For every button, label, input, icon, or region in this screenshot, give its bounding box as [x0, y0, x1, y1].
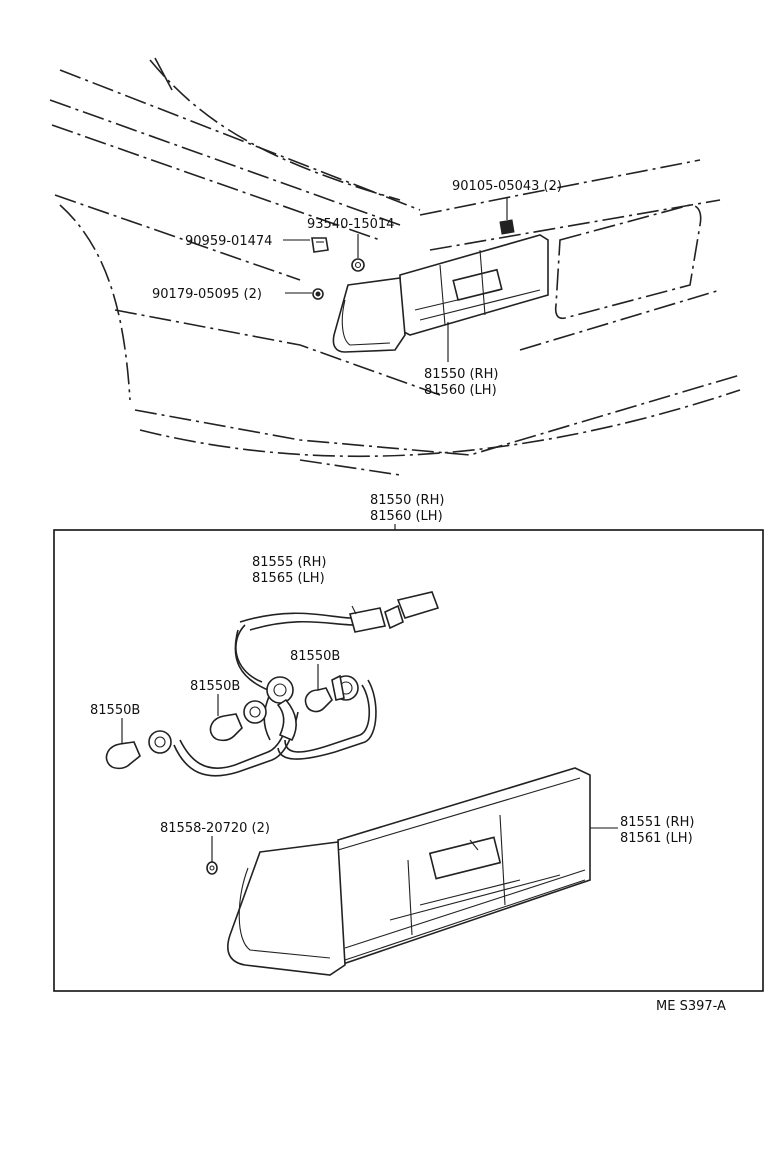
label-bulb-center: 81550B — [190, 679, 240, 694]
label-bulb-right: 81550B — [290, 649, 340, 664]
vehicle-body-outline — [49, 57, 741, 476]
grommet-icon — [311, 237, 329, 253]
label-clip-93540: 93540-15014 — [307, 217, 394, 232]
label-frame-assy-lh: 81560 (LH) — [370, 509, 443, 524]
bulb-socket-center-icon — [266, 676, 298, 742]
bulb-right-icon — [304, 687, 333, 713]
label-lamp-assy-rh: 81550 (RH) — [424, 367, 498, 382]
label-frame-assy-rh: 81550 (RH) — [370, 493, 444, 508]
bulb-socket-left-icon — [148, 730, 172, 754]
drawing-reference: ME S397-A — [656, 999, 726, 1014]
bulb-socket-mid-icon — [243, 700, 267, 724]
rear-combination-lamp-top — [332, 234, 549, 353]
gasket-icon — [206, 861, 218, 875]
label-screw-90105: 90105-05043 (2) — [452, 179, 562, 194]
bulb-left-icon — [105, 741, 141, 770]
clip-icon — [351, 258, 365, 272]
bulb-center-icon — [209, 713, 243, 742]
label-lens-rh: 81551 (RH) — [620, 815, 694, 830]
label-lens-lh: 81561 (LH) — [620, 831, 693, 846]
bulb-socket-right-icon — [331, 674, 359, 701]
label-socket-lh: 81565 (LH) — [252, 571, 325, 586]
screw-icon — [499, 219, 515, 235]
label-nut-90179: 90179-05095 (2) — [152, 287, 262, 302]
lamp-lens-icon — [227, 767, 591, 976]
label-lamp-assy-lh: 81560 (LH) — [424, 383, 497, 398]
nut-icon — [312, 288, 324, 300]
label-bulb-left: 81550B — [90, 703, 140, 718]
label-grommet-90959: 90959-01474 — [185, 234, 272, 249]
label-gasket-81558: 81558-20720 (2) — [160, 821, 270, 836]
label-socket-rh: 81555 (RH) — [252, 555, 326, 570]
assembly-frame — [53, 529, 764, 992]
